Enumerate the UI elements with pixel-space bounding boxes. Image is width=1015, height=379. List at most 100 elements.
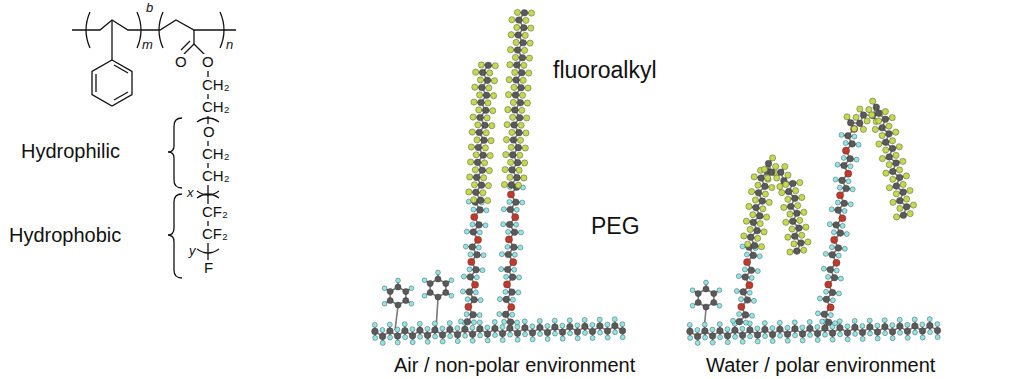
hydrogen-atom xyxy=(519,230,524,235)
hydrogen-atom xyxy=(725,340,730,345)
carbon-atom xyxy=(474,159,481,166)
carbon-atom xyxy=(514,62,521,69)
hydrogen-atom xyxy=(440,339,445,344)
carbon-atom xyxy=(886,131,893,138)
hydrogen-atom xyxy=(815,338,820,343)
carbon-atom xyxy=(829,289,836,296)
carbon-atom xyxy=(529,330,536,337)
fluorine-atom xyxy=(506,77,512,83)
carbon-atom xyxy=(756,213,763,220)
hydrogen-atom xyxy=(717,303,722,308)
hydrogen-atom xyxy=(853,331,858,336)
hydrogen-atom xyxy=(477,313,482,318)
fluorine-atom xyxy=(789,226,795,232)
fluorine-atom xyxy=(879,156,885,162)
carbon-atom xyxy=(466,289,473,296)
fluorine-atom xyxy=(777,183,783,189)
hydrogen-atom xyxy=(737,312,742,317)
fluorine-atom xyxy=(475,122,481,128)
hydrogen-atom xyxy=(839,132,844,137)
hydrogen-atom xyxy=(882,318,887,323)
hydrogen-atom xyxy=(755,269,760,274)
fluorine-atom xyxy=(486,85,492,91)
carbon-atom xyxy=(520,39,527,46)
carbon-atom xyxy=(825,319,832,326)
fluorine-atom xyxy=(803,224,809,230)
hydrogen-atom xyxy=(820,319,825,324)
hydrogen-atom xyxy=(612,317,617,322)
carbon-atom xyxy=(394,333,401,340)
hydrogen-atom xyxy=(463,333,468,338)
carbon-atom xyxy=(477,326,484,333)
fluorine-atom xyxy=(517,152,523,158)
hydrogen-atom xyxy=(396,278,401,283)
hydrogen-atom xyxy=(833,177,838,182)
carbon-atom xyxy=(852,324,859,331)
hydrogen-atom xyxy=(846,179,851,184)
carbon-atom xyxy=(511,244,518,251)
carbon-atom xyxy=(476,129,483,136)
carbon-atom xyxy=(477,114,484,121)
carbon-atom xyxy=(473,189,480,196)
fluorine-atom xyxy=(886,162,892,168)
fluorine-atom xyxy=(466,189,472,195)
hydrogen-atom xyxy=(449,278,454,283)
hydrogen-atom xyxy=(455,339,460,344)
carbon-atom xyxy=(747,234,754,241)
hydrogen-atom xyxy=(464,312,469,317)
hydrogen-atom xyxy=(497,312,502,317)
hydrogen-atom xyxy=(478,333,483,338)
bracket xyxy=(197,249,219,253)
carbon-atom xyxy=(403,288,409,294)
oxygen-atom xyxy=(833,259,840,266)
hydrogen-atom xyxy=(545,337,550,342)
carbon-atom xyxy=(395,302,401,308)
fluorine-atom xyxy=(509,129,515,135)
carbon-atom xyxy=(790,180,797,187)
hydrogen-atom xyxy=(740,326,745,331)
fluorine-atom xyxy=(801,209,807,215)
hydrogen-atom xyxy=(422,278,427,283)
carbon-atom xyxy=(567,323,574,330)
carbon-atom xyxy=(847,155,854,162)
carbon-atom xyxy=(467,274,474,281)
group-label: CH₂ xyxy=(201,99,231,116)
fluorine-atom xyxy=(515,182,521,188)
hydrogen-atom xyxy=(530,324,535,329)
carbon-atom xyxy=(512,92,519,99)
hydrogen-atom xyxy=(500,325,505,330)
carbon-atom xyxy=(514,330,521,337)
hydrogen-atom xyxy=(505,244,510,249)
hydrogen-atom xyxy=(912,317,917,322)
carbon-atom xyxy=(833,222,840,229)
molecule-atoms xyxy=(372,9,941,345)
fluorine-atom xyxy=(761,166,767,172)
hydrogen-atom xyxy=(464,229,469,234)
hydrogen-atom xyxy=(733,334,738,339)
carbon-atom xyxy=(742,274,749,281)
carbon-atom xyxy=(873,104,880,111)
carbon-atom xyxy=(736,318,743,325)
carbon-atom xyxy=(439,332,446,339)
atom-label: F xyxy=(203,260,214,277)
carbon-atom xyxy=(753,204,760,211)
hydrogen-atom xyxy=(905,322,910,327)
carbon-atom xyxy=(518,84,525,91)
hydrogen-atom xyxy=(717,322,722,327)
hydrogen-atom xyxy=(508,332,513,337)
hydrogen-atom xyxy=(703,335,708,340)
carbon-atom xyxy=(427,289,433,295)
fluorine-atom xyxy=(774,175,780,181)
fluorine-atom xyxy=(886,123,892,129)
carbon-atom xyxy=(777,326,784,333)
carbon-atom xyxy=(485,62,492,69)
hydrogen-atom xyxy=(875,323,880,328)
fluorine-atom xyxy=(525,85,531,91)
hydrogen-atom xyxy=(935,322,940,327)
brace xyxy=(168,194,182,278)
fluorine-atom xyxy=(509,17,515,23)
hydrogen-atom xyxy=(762,321,767,326)
fluorine-atom xyxy=(896,144,902,150)
oxygen-atom xyxy=(510,259,517,266)
segment-label: Hydrophilic xyxy=(20,140,121,162)
